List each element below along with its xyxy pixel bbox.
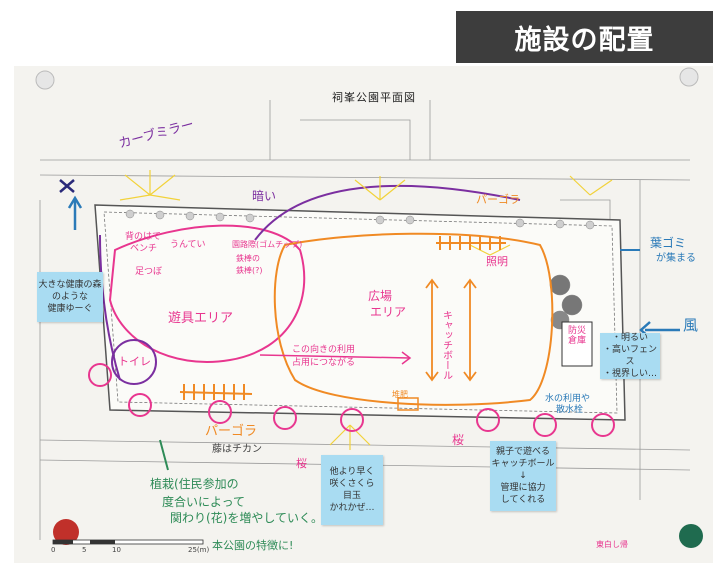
- label-open-area2: エリア: [370, 305, 407, 319]
- label-pergola-bottom: パーゴラ: [205, 424, 258, 439]
- pergola-bottom-hatch: [179, 384, 253, 400]
- disaster-storage-box: [561, 321, 593, 367]
- label-link2: 占用につながる: [292, 358, 356, 368]
- label-sakura2: 桜: [452, 433, 465, 447]
- section-title-banner: 施設の配置: [456, 11, 713, 63]
- no-entry-mark: [59, 179, 75, 193]
- label-compost: 堆肥: [392, 390, 408, 399]
- scale-bar: [52, 539, 204, 545]
- open-area-outline: [273, 232, 554, 406]
- walking-path-line: [99, 234, 121, 381]
- label-wisteria: 藤はチカン: [212, 444, 262, 455]
- purple-dark-path: [254, 184, 521, 241]
- note-line: 他より早く: [329, 466, 375, 477]
- label-pergola-top: パーゴラ: [476, 193, 520, 206]
- label-play-area: 遊具エリア: [168, 311, 234, 326]
- label-lighting: 照明: [486, 255, 508, 268]
- note-line: ↓: [519, 470, 527, 481]
- pergola-top-hatch: [436, 236, 506, 250]
- label-toilet: トイレ: [118, 355, 151, 368]
- scale-label-25: 25(m): [188, 546, 210, 554]
- note-line: 親子で遊べる: [495, 446, 550, 457]
- note-line: 健康ゆーぐ: [47, 304, 93, 315]
- label-trash: 葉ゴミ: [650, 236, 687, 250]
- play-area-outline: [108, 224, 306, 363]
- scale-label-five: 5: [82, 546, 87, 554]
- label-trash2: が集まる: [656, 253, 696, 264]
- green-pointer: [159, 439, 169, 471]
- label-participation2: 度合いによって: [162, 495, 246, 509]
- label-bench4: 足つぼ: [135, 267, 163, 277]
- sticky-note-safety: ・明るい ・高いフェンス ・視界しい…: [600, 333, 660, 379]
- label-participation3: 関わり(花)を増やしていく。: [170, 511, 324, 525]
- compost-box: [397, 397, 419, 411]
- magnet-bottom-right: [679, 524, 703, 548]
- note-line: ・明るい: [611, 332, 648, 343]
- sticky-note-sakura: 他より早く 咲くさくら 目玉 かれかぜ…: [321, 455, 383, 525]
- note-line: ・視界しい…: [602, 369, 657, 380]
- label-disaster: 防災倉庫: [567, 326, 586, 347]
- toilet-circle: [111, 339, 157, 385]
- note-line: のような: [51, 291, 88, 302]
- label-dark: 暗い: [252, 189, 277, 203]
- link-arrow: [259, 354, 411, 359]
- label-participation4: 本公園の特徴に!: [212, 539, 294, 552]
- magnet-top-left: [35, 70, 55, 90]
- label-direction: 東白し帰: [596, 540, 628, 549]
- light-rays: [119, 170, 613, 450]
- scale-label-zero: 0: [51, 546, 56, 554]
- note-line: 咲くさくら: [329, 478, 375, 489]
- banner-title: 施設の配置: [514, 24, 655, 56]
- label-wind: 風: [683, 316, 699, 334]
- label-path3: 鉄棒(?): [236, 266, 263, 275]
- boundary-trees: [125, 209, 595, 330]
- note-line: キャッチボール: [491, 458, 555, 469]
- label-water2: 散水栓: [556, 405, 584, 415]
- park-inner-path: [103, 211, 618, 414]
- label-catchball: キャッチボール: [440, 310, 452, 380]
- note-line: かれかぜ…: [329, 503, 375, 514]
- label-sakura: 桜: [296, 457, 307, 470]
- label-bench3: うんてい: [170, 240, 206, 250]
- label-water: 水の利用や: [545, 394, 591, 404]
- plan-title: 祠峯公園平面図: [332, 91, 416, 104]
- note-line: ・高いフェンス: [602, 344, 657, 367]
- label-path2: 鉄棒の: [236, 254, 260, 263]
- label-bench2: ベンチ: [130, 244, 158, 254]
- sticky-note-family: 親子で遊べる キャッチボール ↓ 管理に協力 してくれる: [490, 441, 556, 511]
- note-line: 目玉: [342, 491, 361, 501]
- park-boundary: [94, 204, 626, 421]
- magnet-top-right: [679, 67, 699, 87]
- sakura-trees: [88, 363, 615, 437]
- label-participation1: 植栽(住民参加の: [150, 477, 239, 491]
- scale-label-ten: 10: [112, 546, 121, 554]
- label-open-area: 広場: [368, 289, 393, 303]
- catchball-arrows: [425, 278, 477, 382]
- note-line: してくれる: [500, 495, 546, 506]
- label-link1: この向きの利用: [292, 345, 356, 355]
- label-path1: 園路際(ゴムチップ): [232, 240, 303, 249]
- note-line: 管理に協力: [500, 483, 546, 494]
- note-line: 大きな健康の森: [38, 279, 102, 290]
- magnet-bottom-left: [53, 519, 79, 545]
- label-bench1: 背のはて: [125, 232, 162, 242]
- sticky-note-health: 大きな健康の森 のような 健康ゆーぐ: [37, 272, 103, 322]
